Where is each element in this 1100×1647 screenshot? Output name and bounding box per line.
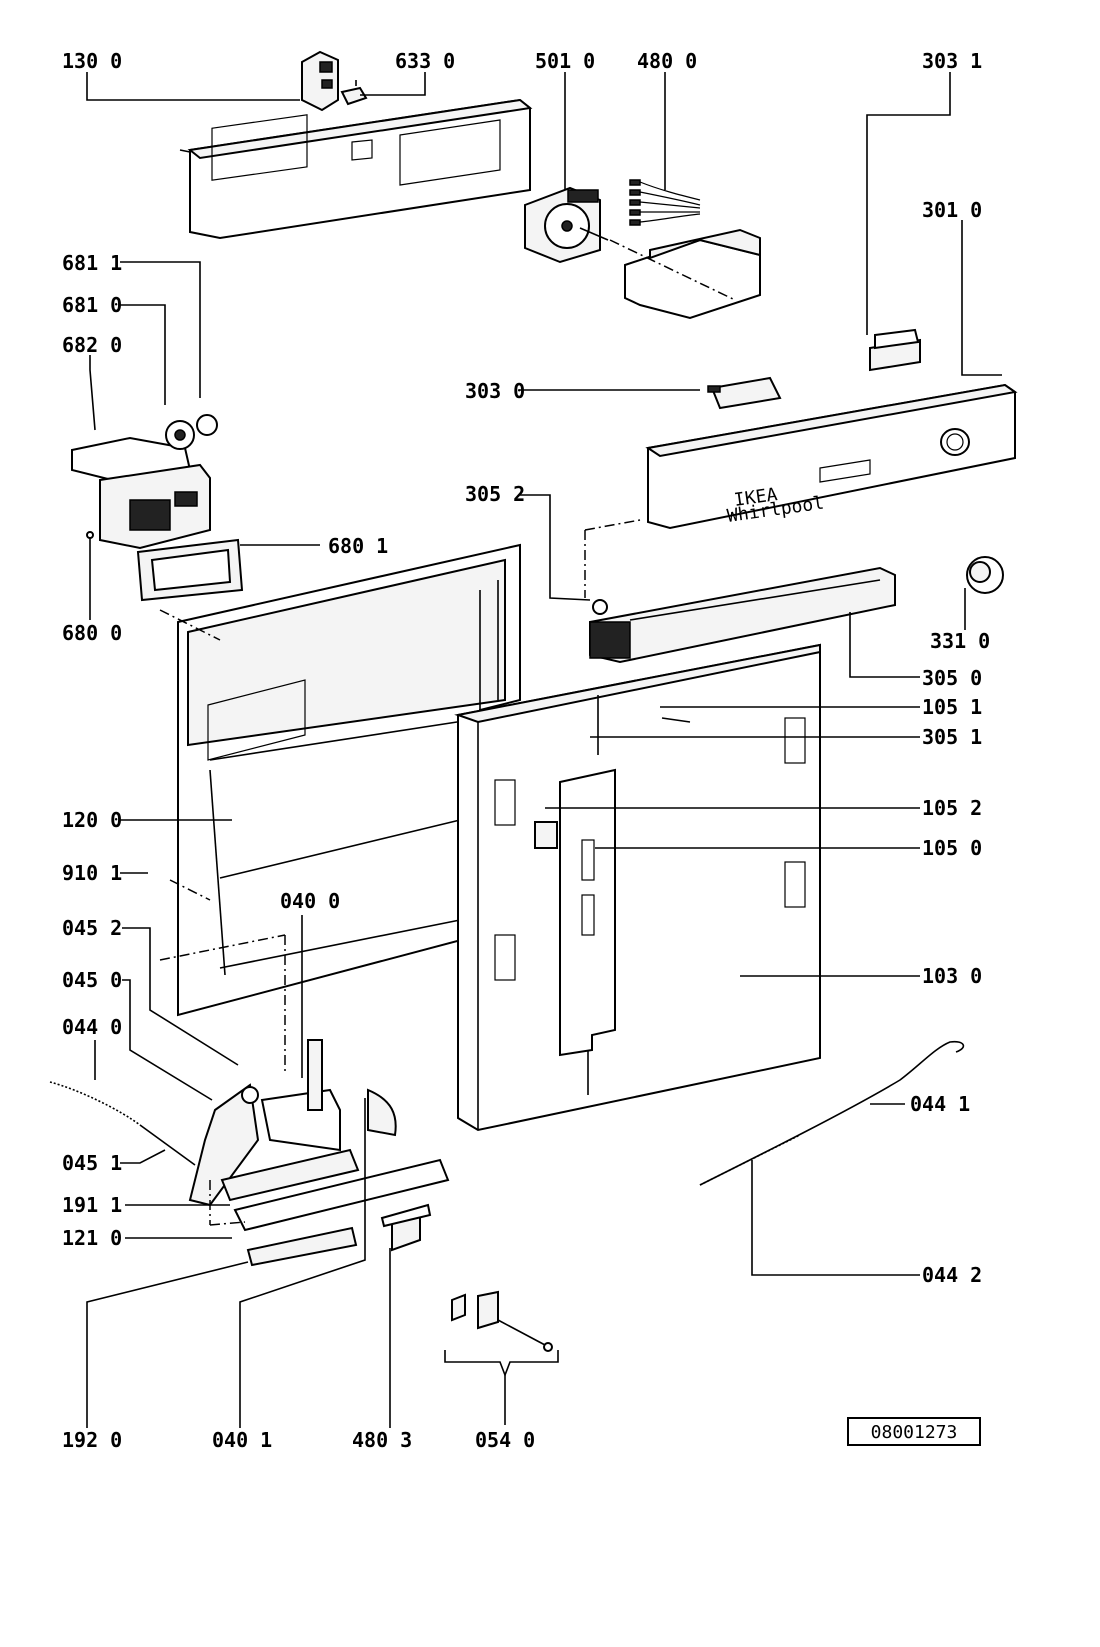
label-680-0: 680 0 bbox=[62, 621, 122, 645]
label-054-0: 054 0 bbox=[475, 1428, 535, 1452]
label-681-1: 681 1 bbox=[62, 251, 122, 275]
part-501-0-motor bbox=[524, 186, 609, 264]
label-303-0: 303 0 bbox=[465, 379, 525, 403]
label-044-0: 044 0 bbox=[62, 1015, 122, 1039]
part-331-0-knob bbox=[966, 556, 1004, 594]
label-103-0: 103 0 bbox=[922, 964, 982, 988]
label-105-2: 105 2 bbox=[922, 796, 982, 820]
label-105-1: 105 1 bbox=[922, 695, 982, 719]
label-910-1: 910 1 bbox=[62, 861, 122, 885]
label-045-0: 045 0 bbox=[62, 968, 122, 992]
label-120-0: 120 0 bbox=[62, 808, 122, 832]
part-044-1-rod bbox=[699, 1040, 965, 1186]
label-480-3: 480 3 bbox=[352, 1428, 412, 1452]
part-103-0-outer-door bbox=[454, 643, 821, 1132]
label-303-1: 303 1 bbox=[922, 49, 982, 73]
part-305-0-handle-rail bbox=[589, 566, 896, 664]
label-192-0: 192 0 bbox=[62, 1428, 122, 1452]
part-054-0-kit bbox=[451, 1290, 553, 1352]
label-681-0: 681 0 bbox=[62, 293, 122, 317]
label-044-2: 044 2 bbox=[922, 1263, 982, 1287]
part-633-0 bbox=[340, 80, 368, 106]
part-480-3 bbox=[380, 1203, 432, 1252]
label-045-2: 045 2 bbox=[62, 916, 122, 940]
label-680-1: 680 1 bbox=[328, 534, 388, 558]
part-303-0 bbox=[707, 376, 782, 410]
label-105-0: 105 0 bbox=[922, 836, 982, 860]
callout-labels: 130 0 633 0 501 0 480 0 303 1 301 0 681 … bbox=[62, 49, 990, 1452]
label-682-0: 682 0 bbox=[62, 333, 122, 357]
part-130-0 bbox=[301, 50, 339, 112]
label-045-1: 045 1 bbox=[62, 1151, 122, 1175]
part-105-0-hinge-plate bbox=[534, 695, 616, 1095]
top-frame-rail bbox=[179, 98, 533, 240]
leader-lines bbox=[86, 72, 1002, 1428]
part-480-0-wire-harness bbox=[629, 179, 701, 226]
part-040-0-bracket bbox=[260, 1039, 341, 1152]
part-120-0-inner-door bbox=[177, 543, 521, 1017]
label-301-0: 301 0 bbox=[922, 198, 982, 222]
part-303-1 bbox=[869, 328, 921, 372]
label-040-1: 040 1 bbox=[212, 1428, 272, 1452]
part-680-1-gasket bbox=[136, 538, 244, 602]
label-121-0: 121 0 bbox=[62, 1226, 122, 1250]
part-682-0-dispenser bbox=[71, 414, 218, 550]
part-044-0-spring bbox=[49, 1081, 196, 1166]
part-040-1-plate bbox=[367, 1088, 397, 1137]
label-305-0: 305 0 bbox=[922, 666, 982, 690]
reference-number-box: 08001273 bbox=[847, 1417, 981, 1446]
reference-number: 08001273 bbox=[871, 1422, 958, 1443]
label-633-0: 633 0 bbox=[395, 49, 455, 73]
label-191-1: 191 1 bbox=[62, 1193, 122, 1217]
label-480-0: 480 0 bbox=[637, 49, 697, 73]
label-305-1: 305 1 bbox=[922, 725, 982, 749]
label-305-2: 305 2 bbox=[465, 482, 525, 506]
part-301-0-control-panel: IKEA Whirlpool bbox=[645, 383, 1018, 530]
label-501-0: 501 0 bbox=[535, 49, 595, 73]
motor-bracket bbox=[609, 228, 761, 320]
label-044-1: 044 1 bbox=[910, 1092, 970, 1116]
bottom-rails bbox=[209, 1148, 450, 1267]
label-040-0: 040 0 bbox=[280, 889, 340, 913]
label-130-0: 130 0 bbox=[62, 49, 122, 73]
label-331-0: 331 0 bbox=[930, 629, 990, 653]
